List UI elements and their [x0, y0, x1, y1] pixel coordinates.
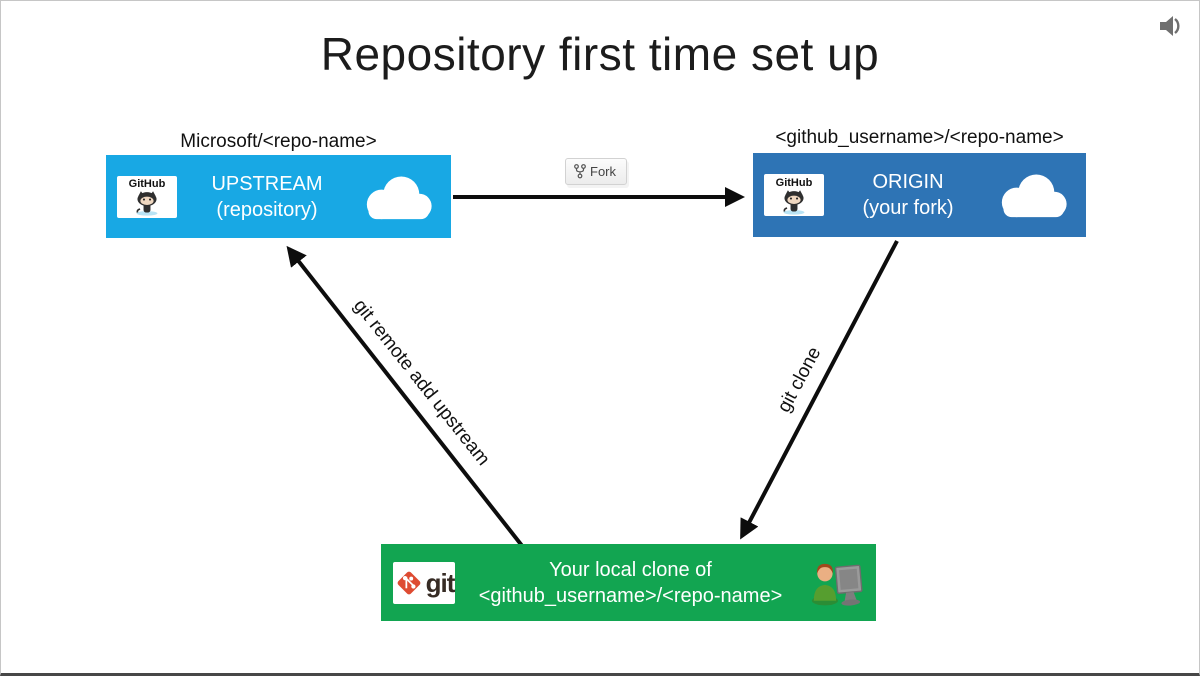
origin-text: ORIGIN (your fork) [824, 169, 992, 221]
page-title: Repository first time set up [320, 28, 880, 80]
local-clone-node: git Your local clone of <github_username… [381, 544, 876, 621]
upstream-node: GitHub UPSTREAM (repository) [106, 155, 451, 238]
upstream-text: UPSTREAM (repository) [177, 171, 357, 223]
github-logo-label: GitHub [128, 178, 166, 190]
origin-node: GitHub ORIGIN (your fork) [753, 153, 1086, 237]
upstream-subtitle: (repository) [216, 198, 318, 221]
speaker-icon[interactable] [1157, 13, 1185, 39]
github-logo-label: GitHub [775, 176, 813, 189]
github-logo: GitHub [117, 175, 177, 218]
local-clone-line2: <github_username>/<repo-name> [478, 584, 783, 607]
fork-button-label: Fork [590, 164, 616, 179]
origin-title: ORIGIN [872, 171, 944, 193]
git-diamond-icon [397, 571, 420, 594]
local-clone-text: Your local clone of <github_username>/<r… [455, 557, 806, 609]
cloud-icon [1001, 174, 1067, 218]
origin-subtitle: (your fork) [862, 197, 954, 219]
local-clone-line1: Your local clone of [549, 558, 712, 581]
origin-caption: <github_username>/<repo-name> [775, 127, 1064, 148]
git-clone-label: git clone [773, 343, 826, 416]
git-logo-label: git [425, 567, 456, 598]
person-at-computer-icon [811, 563, 863, 606]
cloud-icon [366, 176, 432, 219]
upstream-title: UPSTREAM [211, 172, 323, 195]
octocat-icon [783, 189, 805, 215]
github-logo: GitHub [764, 174, 824, 216]
git-logo: git [393, 561, 456, 604]
arrow-local-to-upstream [286, 245, 525, 549]
upstream-caption: Microsoft/<repo-name> [180, 131, 377, 152]
arrow-origin-to-local [740, 240, 899, 540]
fork-icon [574, 164, 586, 179]
octocat-icon [136, 191, 158, 216]
fork-button[interactable]: Fork [565, 158, 627, 185]
git-remote-label: git remote add upstream [349, 295, 494, 470]
